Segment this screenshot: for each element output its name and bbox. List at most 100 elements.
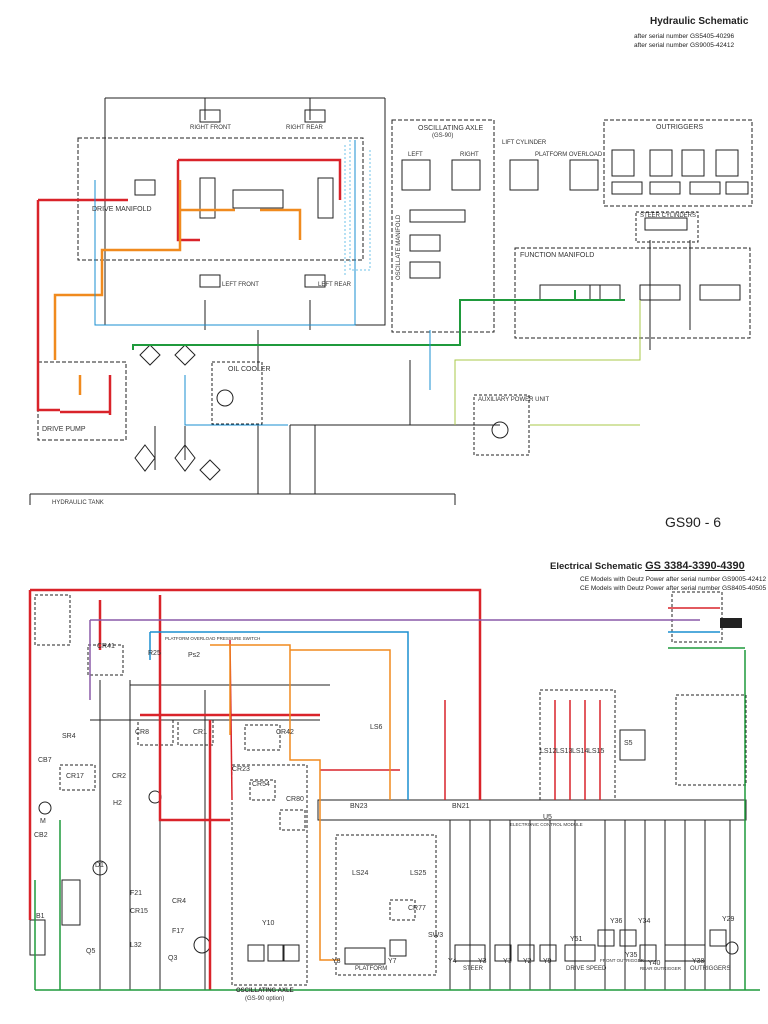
comp-ls13: LS13 — [556, 748, 573, 755]
comp-cr77: CR77 — [408, 905, 426, 912]
label-steer-cylinders: STEER CYLINDERS — [640, 213, 697, 219]
label-drive-pump: DRIVE PUMP — [42, 426, 86, 433]
label-steer: STEER — [463, 966, 484, 972]
comp-cr2: CR2 — [112, 773, 127, 780]
label-platform: PLATFORM — [355, 966, 388, 972]
comp-r25: R25 — [148, 650, 161, 657]
model-label: GS90 - 6 — [665, 514, 722, 530]
oscillating-axle-box — [391, 119, 495, 333]
label-oscillating-axle-elec-option: (GS-90 option) — [245, 996, 285, 1002]
label-left: LEFT — [408, 152, 423, 158]
label-right-front: RIGHT FRONT — [190, 125, 231, 131]
comp-y34: Y34 — [638, 918, 651, 925]
function-manifold-box — [514, 247, 751, 339]
comp-m: M — [40, 818, 46, 825]
comp-f17: F17 — [172, 928, 185, 935]
label-outriggers: OUTRIGGERS — [656, 124, 704, 131]
label-platform-overload: PLATFORM OVERLOAD — [535, 152, 603, 158]
comp-h2: H2 — [113, 800, 122, 807]
comp-y36: Y36 — [610, 918, 623, 925]
comp-y35: Y35 — [625, 952, 638, 959]
oil-cooler-box — [211, 361, 263, 425]
label-u5: U5 — [543, 814, 552, 821]
comp-cr80: CR80 — [286, 796, 304, 803]
comp-b1: B1 — [36, 913, 45, 920]
label-hydraulic-tank: HYDRAULIC TANK — [52, 500, 104, 506]
label-front-outrigger: FRONT OUTRIGGER — [600, 958, 644, 963]
comp-cr23: CR23 — [232, 766, 250, 773]
label-oil-cooler: OIL COOLER — [228, 366, 271, 373]
comp-ls6: LS6 — [370, 724, 383, 731]
label-platform-overload-switch: PLATFORM OVERLOAD PRESSURE SWITCH — [165, 636, 261, 641]
label-right: RIGHT — [460, 152, 479, 158]
comp-cb2: CB2 — [34, 832, 48, 839]
comp-y2: Y2 — [523, 958, 532, 965]
comp-cr1: CR1 — [193, 729, 208, 736]
steer-cylinders-box — [635, 211, 699, 243]
comp-y9: Y9 — [543, 958, 552, 965]
comp-cr42: CR42 — [276, 729, 294, 736]
label-right-rear: RIGHT REAR — [286, 125, 323, 131]
comp-ls14: LS14 — [572, 748, 589, 755]
hydraulic-title: Hydraulic Schematic — [650, 16, 749, 27]
comp-f21: F21 — [130, 890, 143, 897]
ecm-box — [317, 799, 747, 821]
comp-ls25: LS25 — [410, 870, 427, 877]
comp-cb7: CB7 — [38, 757, 52, 764]
electrical-title: Electrical Schematic GS 3384-3390-4390 — [550, 560, 745, 572]
label-function-manifold: FUNCTION MANIFOLD — [520, 252, 595, 259]
hydraulic-serial-1: after serial number GS5405-40296 — [634, 33, 735, 40]
comp-y3: Y3 — [478, 958, 487, 965]
label-outriggers-elec: OUTRIGGERS — [690, 966, 731, 972]
comp-d1: D1 — [95, 862, 104, 869]
comp-y51: Y51 — [570, 936, 583, 943]
label-rear-outrigger: REAR OUTRIGGER — [640, 966, 682, 971]
electrical-serial-2: CE Models with Deutz Power after serial … — [580, 585, 767, 592]
hydraulic-serial-2: after serial number GS9005-42412 — [634, 42, 735, 49]
comp-y8: Y8 — [332, 958, 341, 965]
comp-q5: Q5 — [86, 948, 96, 955]
comp-ls15: LS15 — [588, 748, 605, 755]
comp-ls12: LS12 — [540, 748, 557, 755]
platform-box — [335, 834, 437, 976]
comp-y29: Y29 — [722, 916, 735, 923]
comp-y1: Y1 — [503, 958, 512, 965]
comp-ls24: LS24 — [352, 870, 369, 877]
label-oscillating-axle: OSCILLATING AXLE — [418, 125, 484, 132]
label-ecm: ELECTRONIC CONTROL MODULE — [510, 822, 583, 827]
ls-switch-box — [539, 689, 616, 801]
comp-cr54: CR54 — [252, 781, 270, 788]
label-drive-speed: DRIVE SPEED — [566, 966, 607, 972]
outriggers-box — [603, 119, 753, 207]
label-lift-cylinder: LIFT CYLINDER — [502, 140, 547, 146]
oscillating-axle-elec-box — [231, 764, 308, 986]
comp-q3: Q3 — [168, 955, 178, 962]
electrical-serial-1: CE Models with Deutz Power after serial … — [580, 576, 767, 583]
label-bn21: BN21 — [452, 803, 470, 810]
label-oscillate-manifold: OSCILLATE MANIFOLD — [396, 214, 402, 280]
comp-y4: Y4 — [448, 958, 457, 965]
comp-cr17: CR17 — [66, 773, 84, 780]
label-oscillating-axle-elec: OSCILLATING AXLE — [236, 988, 294, 994]
comp-cr41: CR41 — [97, 643, 115, 650]
comp-sr4: SR4 — [62, 733, 76, 740]
label-left-rear: LEFT REAR — [318, 282, 351, 288]
comp-cr15: CR15 — [130, 908, 148, 915]
connector-box — [671, 591, 723, 643]
comp-y40: Y40 — [648, 960, 661, 967]
comp-cr8: CR8 — [135, 729, 150, 736]
tilt-sensor-box — [675, 694, 747, 786]
label-oscillating-axle-option: (GS-90) — [432, 133, 454, 139]
comp-cr4: CR4 — [172, 898, 187, 905]
comp-ps2: Ps2 — [188, 652, 201, 659]
comp-y38: Y38 — [692, 958, 705, 965]
label-bn23: BN23 — [350, 803, 368, 810]
comp-l32: L32 — [130, 942, 142, 949]
comp-sw3: SW3 — [428, 932, 444, 939]
label-left-front: LEFT FRONT — [222, 282, 259, 288]
comp-y7: Y7 — [388, 958, 397, 965]
drive-pump-box — [37, 361, 127, 441]
label-auxiliary-power-unit: AUXILIARY POWER UNIT — [478, 397, 550, 403]
electrical-title-model: GS 3384-3390-4390 — [645, 560, 745, 572]
